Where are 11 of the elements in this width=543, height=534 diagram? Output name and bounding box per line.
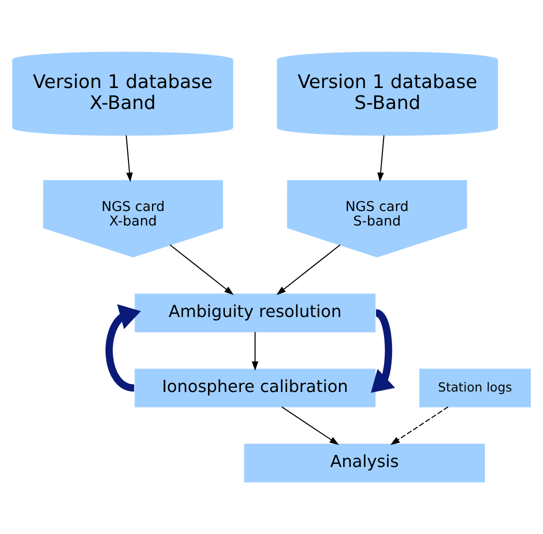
arrow xyxy=(282,406,339,445)
node-box: Ambiguity resolution xyxy=(134,294,376,332)
node-box: Analysis xyxy=(244,444,485,482)
arrow xyxy=(377,135,384,182)
arrow xyxy=(252,332,258,371)
arrow xyxy=(390,406,448,445)
arrow xyxy=(170,244,234,296)
arrow xyxy=(126,135,133,182)
node-box: Station logs xyxy=(419,368,531,408)
arrow xyxy=(276,244,340,296)
node-box: Ionosphere calibration xyxy=(134,368,376,408)
